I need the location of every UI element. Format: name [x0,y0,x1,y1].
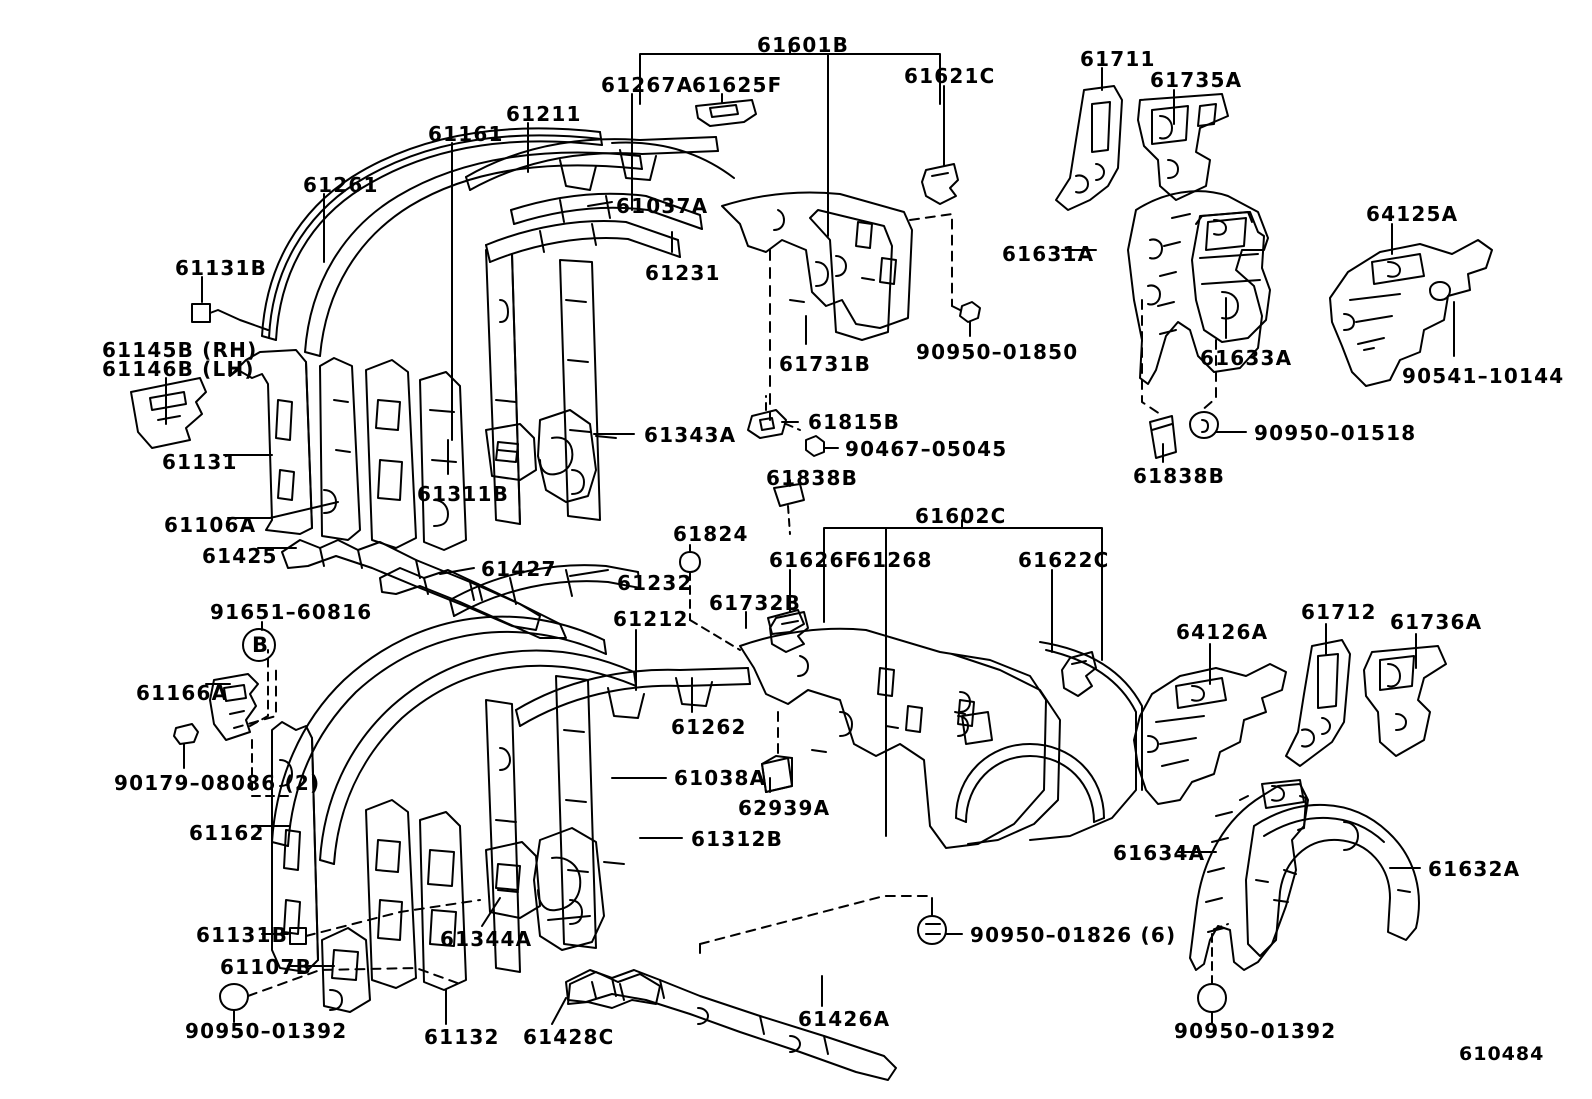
part-label-61261: 61261 [303,173,379,197]
part-label-61146b-lh: 61146B (LH) [102,357,255,381]
part-label-90467-05045: 90467–05045 [845,437,1008,461]
part-label-61132: 61132 [424,1025,500,1049]
part-label-61626f: 61626F [769,548,860,572]
part-label-61427: 61427 [481,557,557,581]
part-label-61632a: 61632A [1428,857,1521,881]
part-label-90950-01826: 90950–01826 (6) [970,923,1177,947]
part-label-61601b: 61601B [757,33,850,57]
part-label-61344a: 61344A [440,927,533,951]
part-label-61268: 61268 [857,548,933,572]
part-label-90950-01392-left: 90950–01392 [185,1019,348,1043]
part-label-61631a: 61631A [1002,242,1095,266]
callout-b-letter: B [252,633,269,657]
part-label-61815b: 61815B [808,410,901,434]
part-label-61343a: 61343A [644,423,737,447]
part-label-61038a: 61038A [674,766,767,790]
part-label-90950-01850: 90950–01850 [916,340,1079,364]
part-label-61211: 61211 [506,102,582,126]
part-label-90541-10144: 90541–10144 [1402,364,1565,388]
part-label-64125a: 64125A [1366,202,1459,226]
part-label-61425: 61425 [202,544,278,568]
part-label-61633a: 61633A [1200,346,1293,370]
part-label-90179-08086: 90179–08086 (2) [114,771,321,795]
part-label-61131b-bot: 61131B [196,923,289,947]
part-label-61428c: 61428C [523,1025,615,1049]
part-label-61212: 61212 [613,607,689,631]
part-label-61267a: 61267A [601,73,694,97]
part-label-61312b: 61312B [691,827,784,851]
part-label-61262: 61262 [671,715,747,739]
part-label-61625f: 61625F [692,73,783,97]
part-label-90950-01518: 90950–01518 [1254,421,1417,445]
part-label-61712: 61712 [1301,600,1377,624]
part-label-61037a: 61037A [616,194,709,218]
part-label-61736a: 61736A [1390,610,1483,634]
part-label-61602c: 61602C [915,504,1007,528]
part-label-61735a: 61735A [1150,68,1243,92]
part-label-61231: 61231 [645,261,721,285]
part-label-61131b-top: 61131B [175,256,268,280]
part-label-91651-60816: 91651–60816 [210,600,373,624]
part-label-62939a: 62939A [738,796,831,820]
part-label-61145b-rh: 61145B (RH) [102,338,258,362]
figure-number: 610484 [1459,1043,1545,1065]
part-label-61311b: 61311B [417,482,510,506]
part-label-61838b-mid: 61838B [766,466,859,490]
part-label-61162: 61162 [189,821,265,845]
part-label-61232: 61232 [617,571,693,595]
part-label-90950-01392-right: 90950–01392 [1174,1019,1337,1043]
part-label-61622c: 61622C [1018,548,1110,572]
part-label-61166a: 61166A [136,681,229,705]
part-label-61711: 61711 [1080,47,1156,71]
part-label-61731b: 61731B [779,352,872,376]
part-label-61107b: 61107B [220,955,313,979]
part-label-61106a: 61106A [164,513,257,537]
part-label-61732b: 61732B [709,591,802,615]
part-label-64126a: 64126A [1176,620,1269,644]
part-label-61161: 61161 [428,122,504,146]
part-label-61838b-right: 61838B [1133,464,1226,488]
part-label-61634a: 61634A [1113,841,1206,865]
part-label-61824: 61824 [673,522,749,546]
part-label-61426a: 61426A [798,1007,891,1031]
part-label-61621c: 61621C [904,64,996,88]
part-label-61131: 61131 [162,450,238,474]
